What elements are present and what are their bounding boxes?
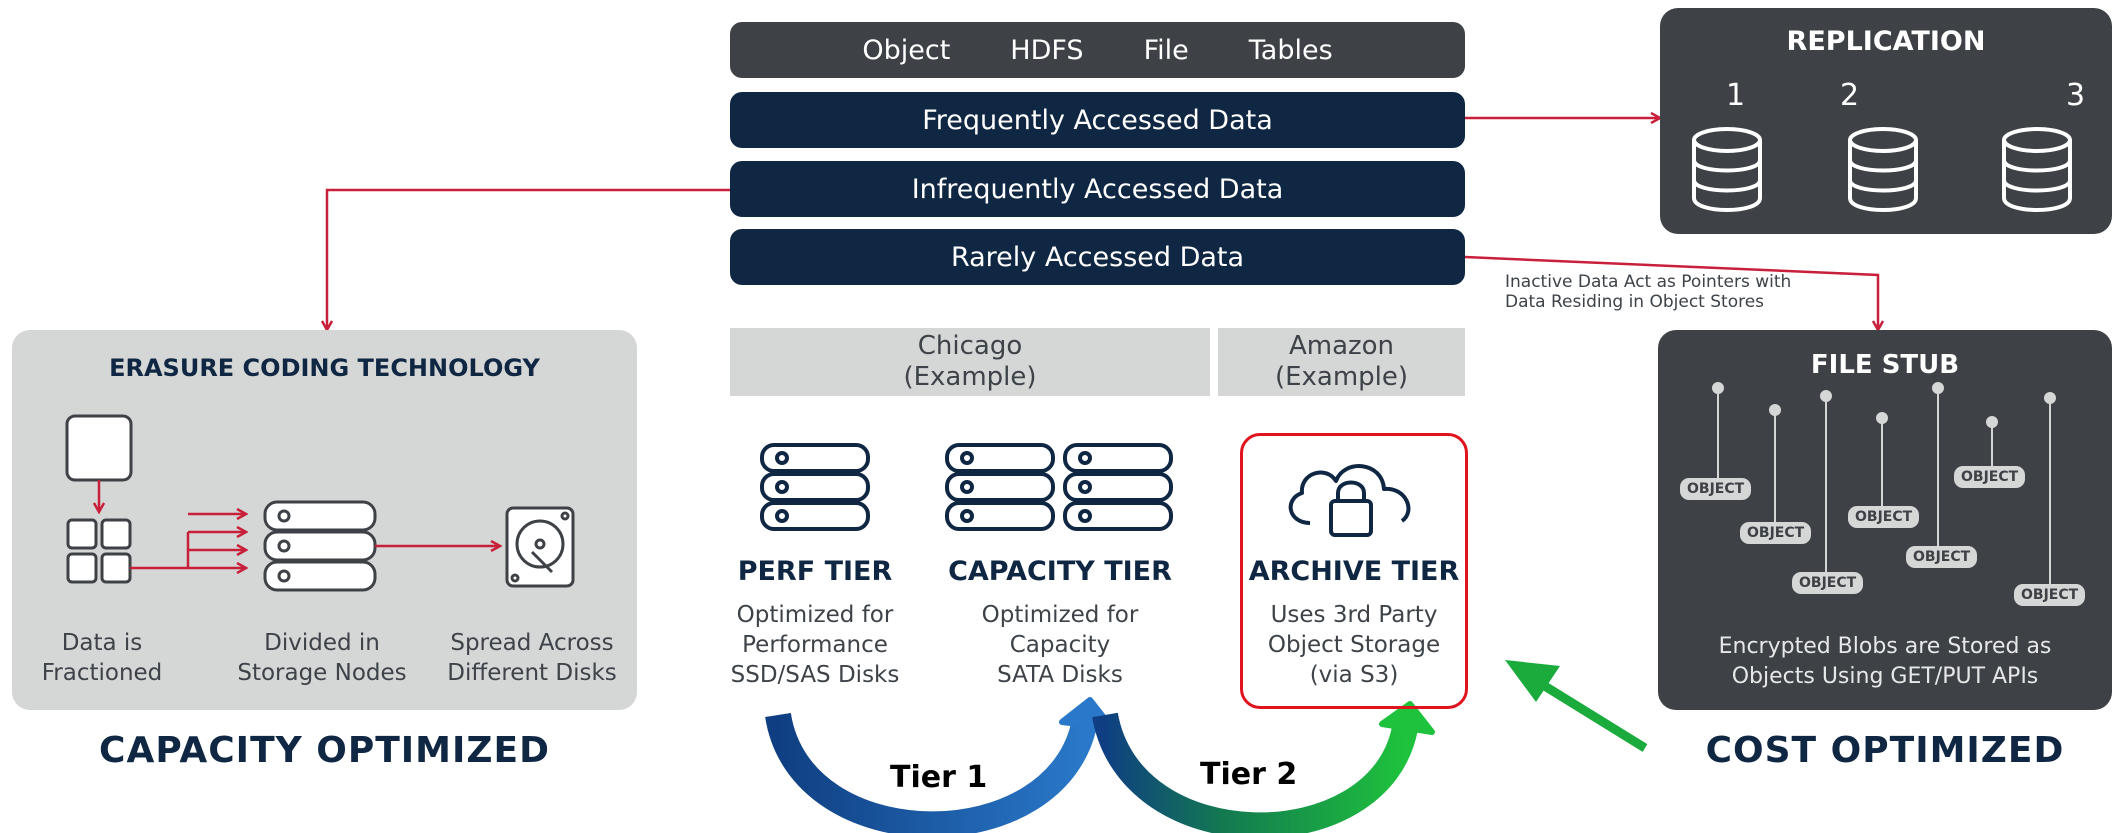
- green-pointer-arrow: [1532, 676, 1648, 752]
- cost-optimized-label: COST OPTIMIZED: [1705, 730, 2065, 771]
- archive-tier-desc-line2: Object Storage: [1267, 632, 1441, 658]
- tier1-arrow: [765, 712, 1098, 833]
- object-chip-4: OBJECT: [1848, 506, 1920, 528]
- replication-copy-2: 2: [1840, 78, 1860, 113]
- tier2-arrow-head: [1379, 701, 1435, 735]
- object-chip-7: OBJECT: [2014, 584, 2086, 606]
- pointer-note-line2: Data Residing in Object Stores: [1505, 292, 1765, 312]
- data-type-file: File: [1143, 34, 1189, 66]
- amazon-example: (Example): [1274, 362, 1409, 392]
- infrequent-data-bar: Infrequently Accessed Data: [730, 161, 1465, 217]
- step-spread-line2: Different Disks: [447, 660, 617, 686]
- rare-to-filestub-line: [1464, 255, 1878, 330]
- archive-tier-desc-line3: (via S3): [1309, 662, 1399, 688]
- capacity-tier-server-icon: [945, 443, 1173, 531]
- chicago-example: (Example): [903, 362, 1037, 392]
- capacity-tier-desc-line3: SATA Disks: [997, 662, 1123, 688]
- chicago-name: Chicago: [917, 331, 1023, 361]
- archive-tier-desc-line1: Uses 3rd Party: [1270, 602, 1438, 628]
- perf-tier-desc-line2: Performance: [742, 632, 888, 658]
- capacity-tier-title: CAPACITY TIER: [948, 556, 1172, 587]
- object-pointer-lines: [1712, 382, 2056, 585]
- chicago-location: Chicago (Example): [730, 328, 1210, 396]
- data-block-icon: [65, 414, 133, 482]
- frequent-data-bar: Frequently Accessed Data: [730, 92, 1465, 148]
- object-chip-6: OBJECT: [1954, 466, 2026, 488]
- perf-tier-description: Optimized for Performance SSD/SAS Disks: [705, 600, 925, 690]
- replication-panel: REPLICATION 1 2 3: [1660, 8, 2112, 234]
- step-fractioned-line2: Fractioned: [41, 660, 163, 686]
- perf-tier-title: PERF TIER: [737, 556, 893, 587]
- database-icon-1: [1692, 127, 1762, 212]
- pointer-note-line1: Inactive Data Act as Pointers with: [1505, 272, 1792, 292]
- rare-data-bar: Rarely Accessed Data: [730, 229, 1465, 285]
- step-divided-line2: Storage Nodes: [237, 660, 407, 686]
- capacity-tier-desc-line2: Capacity: [1009, 632, 1111, 658]
- cloud-lock-icon: [1288, 464, 1411, 537]
- data-type-tables: Tables: [1248, 34, 1333, 66]
- file-stub-caption-line2: Objects Using GET/PUT APIs: [1731, 664, 2039, 689]
- erasure-flow-graphic: [65, 414, 575, 592]
- step-fractioned-line1: Data is: [61, 630, 143, 656]
- step-divided-line1: Divided in: [264, 630, 380, 656]
- perf-tier-desc-line3: SSD/SAS Disks: [730, 662, 900, 688]
- object-chip-2: OBJECT: [1740, 522, 1812, 544]
- green-pointer-arrow-head: [1505, 660, 1560, 702]
- tier1-label: Tier 1: [890, 760, 988, 795]
- data-type-bar: Object HDFS File Tables: [730, 22, 1465, 78]
- infrequent-to-erasure-line: [327, 188, 730, 330]
- perf-tier-desc-line1: Optimized for: [736, 602, 894, 628]
- tier2-arrow: [1092, 712, 1418, 833]
- archive-tier-highlight: [1240, 433, 1468, 709]
- erasure-coding-title: ERASURE CODING TECHNOLOGY: [109, 354, 540, 382]
- object-chip-5: OBJECT: [1906, 546, 1978, 568]
- database-icon-3: [2002, 127, 2072, 212]
- step-spread-caption: Spread Across Different Disks: [432, 628, 632, 688]
- file-stub-caption-line1: Encrypted Blobs are Stored as: [1718, 634, 2052, 659]
- capacity-tier-description: Optimized for Capacity SATA Disks: [950, 600, 1170, 690]
- amazon-location: Amazon (Example): [1218, 328, 1465, 396]
- capacity-optimized-label: CAPACITY OPTIMIZED: [99, 730, 550, 771]
- step-spread-line1: Spread Across: [450, 630, 614, 656]
- archive-tier-title: ARCHIVE TIER: [1248, 556, 1460, 587]
- object-chip-3: OBJECT: [1792, 572, 1864, 594]
- replication-title: REPLICATION: [1786, 26, 1986, 57]
- storage-nodes-icon: [263, 500, 377, 592]
- object-chip-1: OBJECT: [1680, 478, 1752, 500]
- capacity-tier-desc-line1: Optimized for: [981, 602, 1139, 628]
- file-stub-panel: FILE STUB OBJECT OBJECT OBJECT OBJECT OB…: [1658, 330, 2112, 710]
- amazon-name: Amazon: [1288, 331, 1395, 361]
- replication-copy-3: 3: [2066, 78, 2086, 113]
- pointer-note: Inactive Data Act as Pointers with Data …: [1505, 272, 1791, 312]
- file-stub-title: FILE STUB: [1810, 350, 1960, 380]
- file-stub-caption: Encrypted Blobs are Stored as Objects Us…: [1658, 632, 2112, 692]
- step-fractioned-caption: Data is Fractioned: [22, 628, 182, 688]
- data-type-hdfs: HDFS: [1010, 34, 1084, 66]
- erasure-coding-panel: ERASURE CODING TECHNOLOGY: [12, 330, 637, 710]
- data-type-object: Object: [862, 34, 951, 66]
- tier2-label: Tier 2: [1200, 757, 1298, 792]
- archive-tier-description: Uses 3rd Party Object Storage (via S3): [1240, 600, 1468, 690]
- perf-tier-server-icon: [760, 443, 870, 531]
- fraction-grid-icon: [66, 518, 132, 584]
- disk-icon: [505, 506, 575, 588]
- step-divided-caption: Divided in Storage Nodes: [222, 628, 422, 688]
- database-icon-2: [1848, 127, 1918, 212]
- replication-copy-1: 1: [1726, 78, 1746, 113]
